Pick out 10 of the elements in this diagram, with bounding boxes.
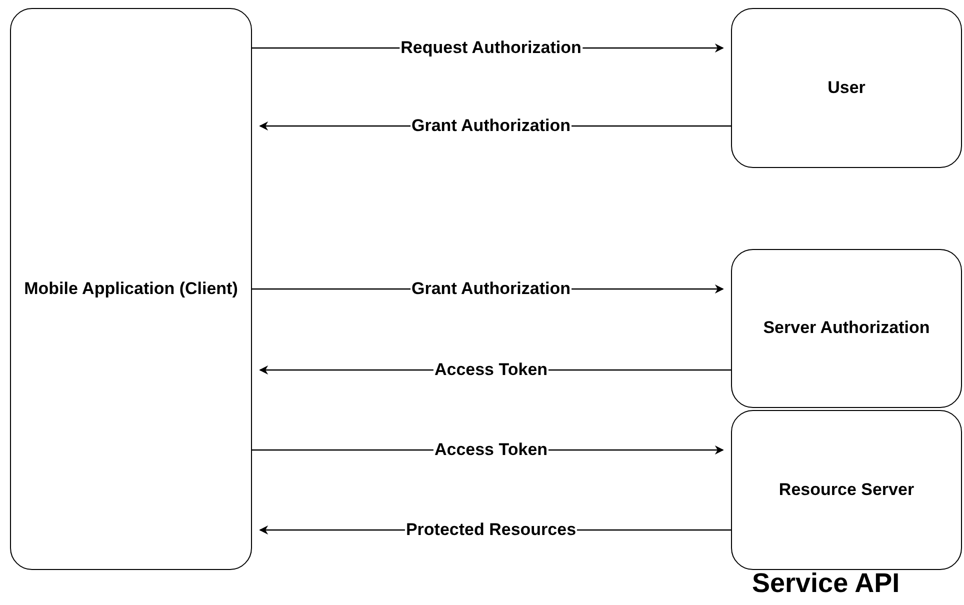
process-box: [731, 8, 962, 168]
node-label: Mobile Application (Client): [24, 278, 238, 300]
group-caption: Service API: [752, 568, 900, 599]
process-box: [10, 8, 252, 570]
node-label: User: [828, 76, 866, 99]
node-label: Resource Server: [778, 478, 914, 501]
edge-label: Request Authorization: [400, 38, 582, 58]
process-box: [731, 410, 962, 570]
process-box: [731, 249, 962, 408]
node-label: Server Authorization: [763, 317, 930, 340]
